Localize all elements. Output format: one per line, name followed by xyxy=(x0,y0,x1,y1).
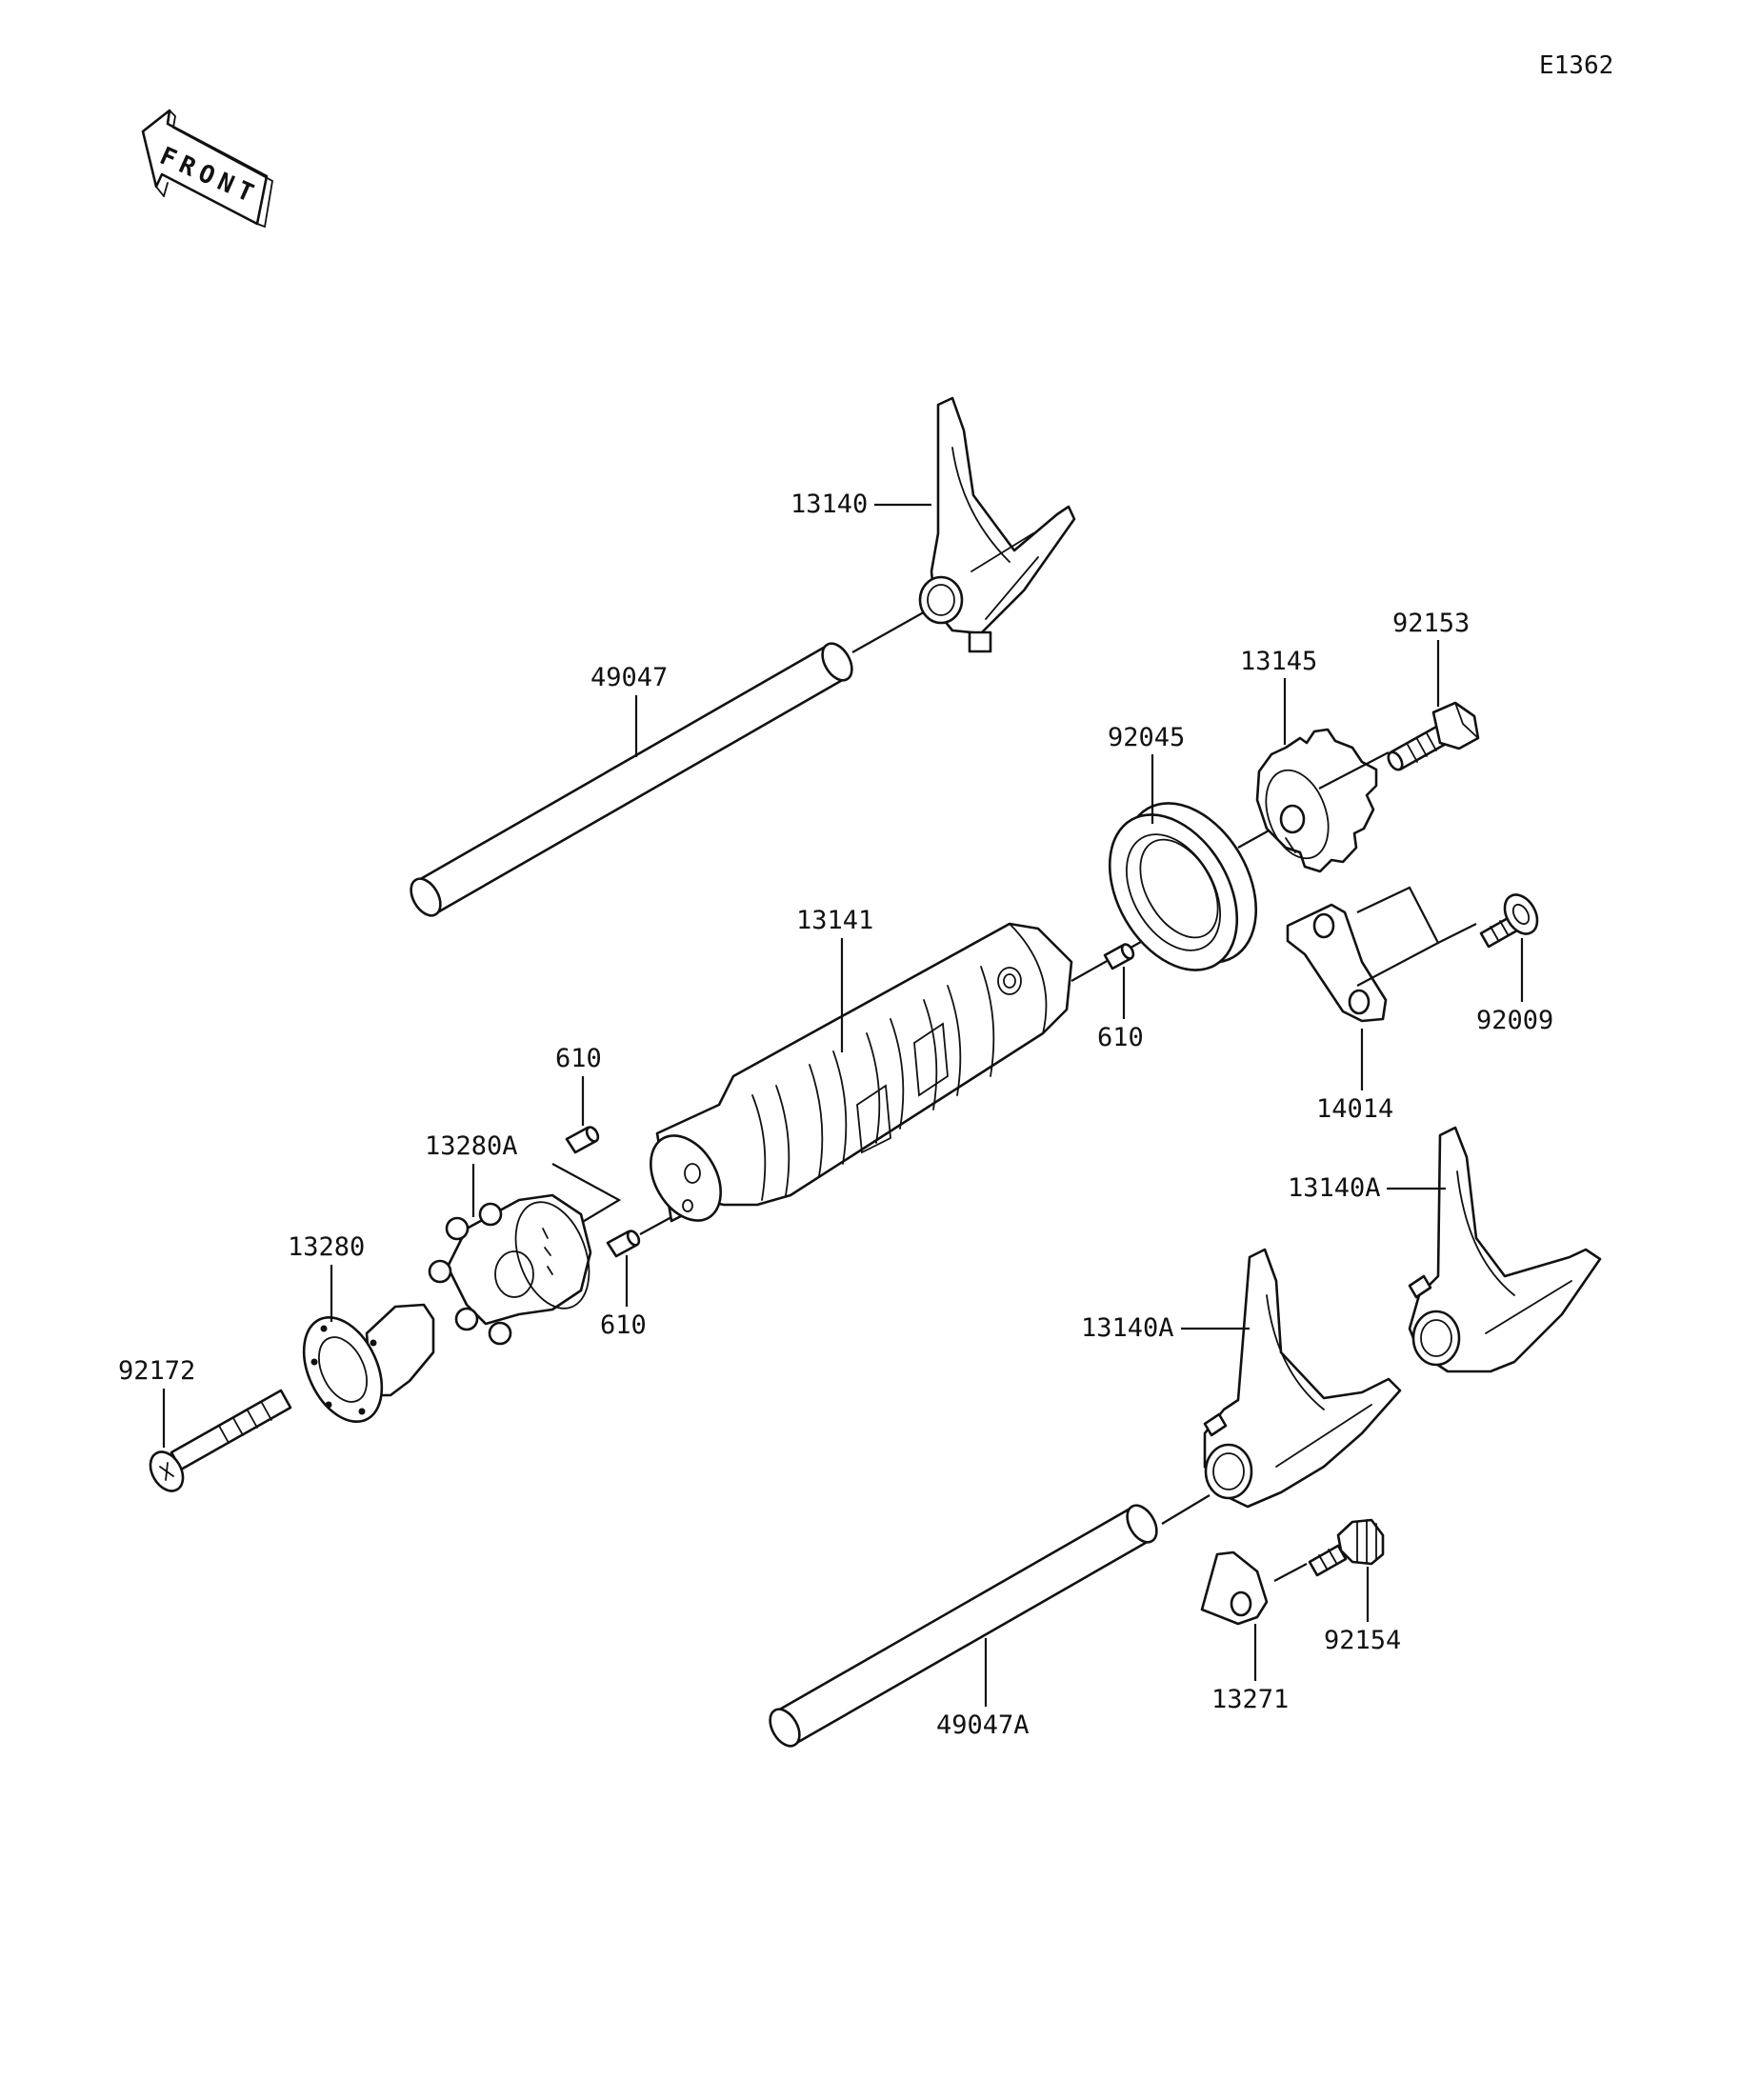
callout-14014: 14014 xyxy=(1316,1094,1393,1124)
pin-right xyxy=(1103,943,1135,970)
leader-pin-to-drum xyxy=(639,1216,672,1235)
callout-92153: 92153 xyxy=(1392,609,1470,638)
shift-fork-lower xyxy=(1203,1248,1402,1509)
callout-92009: 92009 xyxy=(1476,1006,1553,1035)
callout-13280: 13280 xyxy=(288,1232,365,1262)
pin-lower-left xyxy=(606,1230,641,1258)
shift-fork-top xyxy=(918,396,1076,653)
leader-plate-screw-bracket xyxy=(1356,886,1477,945)
leader-shaft-to-fork xyxy=(851,609,930,653)
callout-13140a-lower: 13140A xyxy=(1081,1313,1174,1343)
callout-13140a-right: 13140A xyxy=(1288,1173,1381,1203)
bolt-92154 xyxy=(1308,1518,1385,1577)
callout-92154: 92154 xyxy=(1324,1626,1401,1655)
pin-holder-13280a xyxy=(428,1193,592,1346)
shift-drum xyxy=(650,922,1073,1223)
callout-92045: 92045 xyxy=(1108,723,1185,752)
plate-14014 xyxy=(1286,903,1388,1023)
leader-plate-lower xyxy=(1356,942,1439,987)
front-direction-arrow-icon: FRONT xyxy=(141,109,273,229)
callout-610-upper: 610 xyxy=(555,1044,602,1073)
stopper-plate-13271 xyxy=(1200,1550,1269,1626)
callout-92172: 92172 xyxy=(118,1356,195,1386)
callout-13140: 13140 xyxy=(790,490,868,519)
callout-13141: 13141 xyxy=(796,906,873,935)
diagram-code: E1362 xyxy=(1539,51,1613,80)
callout-13271: 13271 xyxy=(1211,1685,1289,1714)
leader-stopper-to-bolt xyxy=(1273,1563,1308,1582)
drum-pin-holder-13280 xyxy=(302,1303,435,1424)
bolt-92153 xyxy=(1387,701,1480,771)
callout-13280a: 13280A xyxy=(425,1131,518,1161)
screw-92172 xyxy=(149,1389,292,1492)
callout-49047a: 49047A xyxy=(936,1710,1030,1740)
callout-610-lower: 610 xyxy=(600,1310,647,1340)
callout-13145: 13145 xyxy=(1240,647,1317,676)
callout-610-right: 610 xyxy=(1097,1023,1144,1052)
callout-49047: 49047 xyxy=(590,663,668,692)
pin-upper-left xyxy=(565,1126,600,1154)
screw-92009 xyxy=(1479,893,1539,949)
shift-fork-right xyxy=(1408,1126,1602,1373)
shift-drum-holder xyxy=(1255,728,1378,873)
leader-holder-to-bolt xyxy=(1318,751,1390,790)
leader-pins-bracket xyxy=(551,1163,622,1230)
shift-fork-shaft-top xyxy=(410,642,853,917)
bearing xyxy=(1108,802,1258,971)
shift-fork-shaft-bottom xyxy=(769,1504,1158,1748)
leader-fork-to-shaft-bottom xyxy=(1161,1494,1211,1525)
